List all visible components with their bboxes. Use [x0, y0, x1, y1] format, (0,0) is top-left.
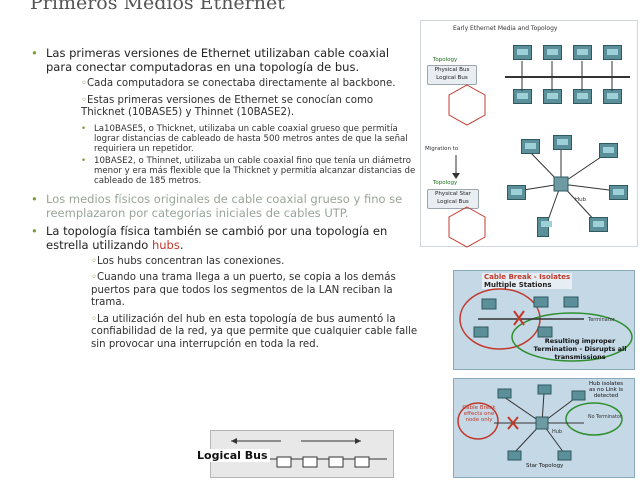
hub-star-drawing: [457, 384, 623, 461]
bullet-3-text: La topología física también se cambió po…: [46, 223, 388, 252]
hub-label: Hub: [575, 197, 587, 203]
cable-break-line2: effects one: [463, 411, 495, 417]
sub-bullet-1-text: Cada computadora se conectaba directamen…: [87, 78, 396, 89]
computer-icon: [553, 135, 572, 150]
sub-bullet-marker-icon: ◦: [91, 272, 98, 283]
subsub-bullet-1: • La10BASE5, o Thicknet, utilizaba un ca…: [26, 124, 418, 154]
hub-isolates-line1: Hub isolates: [589, 381, 623, 387]
early-ethernet-diagram: Early Ethernet Media and Topology Topolo…: [420, 20, 638, 248]
cable-break-title-line1: Cable Break - Isolates: [484, 273, 571, 281]
sub-bullet-1: ◦Cada computadora se conectaba directame…: [26, 78, 418, 91]
star-topology-label: Star Topology: [526, 463, 564, 469]
bullet-3-end: .: [179, 237, 184, 252]
hubs-highlight: hubs: [151, 237, 180, 252]
bullet-marker-icon: •: [31, 46, 38, 60]
logical-bus-label-2: Logical Bus: [437, 199, 469, 205]
result-line3: transmissions: [554, 353, 606, 361]
slide-title: Primeros Medios Ethernet: [30, 0, 285, 14]
star-topology-box: Physical Star Logical Bus: [427, 189, 479, 209]
physical-star-label: Physical Star: [434, 191, 471, 197]
computer-icon: [573, 89, 592, 104]
cable-break-title: Cable Break - Isolates Multiple Stations: [482, 273, 573, 289]
diagram-title: Early Ethernet Media and Topology: [453, 25, 558, 32]
cable-break-line3: node only: [465, 417, 493, 423]
hub-isolates-text: Hub isolates as no Link is detected: [582, 381, 630, 399]
computer-icon: [513, 89, 532, 104]
computer-icon: [609, 185, 628, 200]
hub-label-2: Hub: [552, 429, 563, 435]
computer-icon: [603, 45, 622, 60]
star-topology-lines: [516, 147, 618, 224]
computer-icon: [599, 143, 618, 158]
computer-icon: [543, 45, 562, 60]
hexagon-icon: [448, 206, 486, 248]
sub-bullet-4: ◦Cuando una trama llega a un puerto, se …: [26, 272, 418, 310]
cable-break-panel: Cable Break - Isolates Multiple Stations…: [453, 270, 635, 370]
computer-icon: [543, 89, 562, 104]
sub-bullet-marker-icon: ◦: [91, 313, 98, 325]
subsub-bullet-2: • 10BASE2, o Thinnet, utilizaba un cable…: [26, 156, 418, 186]
computer-icon: [521, 139, 540, 154]
bullet-3: • La topología física también se cambió …: [26, 224, 418, 252]
cable-break-title-line2: Multiple Stations: [484, 281, 552, 289]
logical-bus-figure: Logical Bus: [195, 430, 394, 478]
result-line1: Resulting improper: [544, 337, 616, 345]
hub-isolates-line2: as no Link is: [589, 387, 623, 393]
topology-label-1: Topology: [433, 57, 458, 63]
terminator-label: Terminator: [588, 317, 615, 323]
topology-label-2: Topology: [433, 180, 458, 186]
result-line2: Termination - Disrupts all: [533, 345, 627, 353]
resulting-termination-text: Resulting improper Termination - Disrupt…: [528, 337, 632, 361]
bus-topology-box: Physical Bus Logical Bus: [427, 65, 477, 85]
bullet-marker-icon: •: [81, 155, 87, 166]
logical-bus-drawing: [231, 438, 387, 468]
bullet-2: • Los medios físicos originales de cable…: [26, 192, 418, 220]
logical-bus-label: Logical Bus: [436, 75, 468, 81]
computer-icon: [603, 89, 622, 104]
bullet-2-text: Los medios físicos originales de cable c…: [46, 191, 403, 220]
bullet-1-text: Las primeras versiones de Ethernet utili…: [46, 46, 390, 74]
down-arrow-icon: [452, 155, 460, 179]
hexagon-icon: [448, 84, 486, 126]
hub-isolates-panel: Hub isolates as no Link is detected Cabl…: [453, 378, 635, 478]
bullet-1: • Las primeras versiones de Ethernet uti…: [26, 46, 418, 74]
sub-bullet-4-text: Cuando una trama llega a un puerto, se c…: [91, 272, 396, 308]
server-icon: [537, 217, 552, 237]
sub-bullet-marker-icon: ◦: [81, 78, 88, 89]
bullet-marker-icon: •: [31, 223, 38, 238]
hub-isolates-line3: detected: [593, 393, 619, 399]
cable-break-drawing: [459, 288, 633, 362]
no-terminator-label: No Terminator: [588, 415, 622, 420]
migration-label: Migration to: [425, 146, 459, 152]
logical-bus-label: Logical Bus: [195, 449, 270, 462]
bullet-marker-icon: •: [31, 191, 38, 206]
sub-bullet-marker-icon: ◦: [81, 94, 88, 106]
subsub-bullet-1-text: La10BASE5, o Thicknet, utilizaba un cabl…: [94, 123, 408, 154]
sub-bullet-5: ◦La utilización del hub en esta topologí…: [26, 314, 418, 352]
sub-bullet-2-text: Estas primeras versiones de Ethernet se …: [81, 94, 374, 119]
sub-bullet-5-text: La utilización del hub en esta topología…: [91, 313, 418, 350]
sub-bullet-3: ◦Los hubs concentran las conexiones.: [26, 256, 418, 269]
coax-bus-line: [505, 61, 630, 91]
computer-icon: [507, 185, 526, 200]
computer-icon: [573, 45, 592, 60]
sub-bullet-3-text: Los hubs concentran las conexiones.: [97, 255, 285, 267]
sub-bullet-2: ◦Estas primeras versiones de Ethernet se…: [26, 95, 418, 120]
slide-content: • Las primeras versiones de Ethernet uti…: [26, 46, 418, 355]
computer-icon: [589, 217, 608, 232]
sub-bullet-marker-icon: ◦: [91, 255, 98, 267]
computer-icon: [513, 45, 532, 60]
physical-bus-label: Physical Bus: [434, 67, 470, 73]
subsub-bullet-2-text: 10BASE2, o Thinnet, utilizaba un cable c…: [94, 155, 416, 186]
bullet-marker-icon: •: [81, 123, 87, 134]
cable-break-line1: Cable Break: [462, 405, 496, 411]
cable-break-node-text: Cable Break effects one node only: [458, 405, 500, 423]
